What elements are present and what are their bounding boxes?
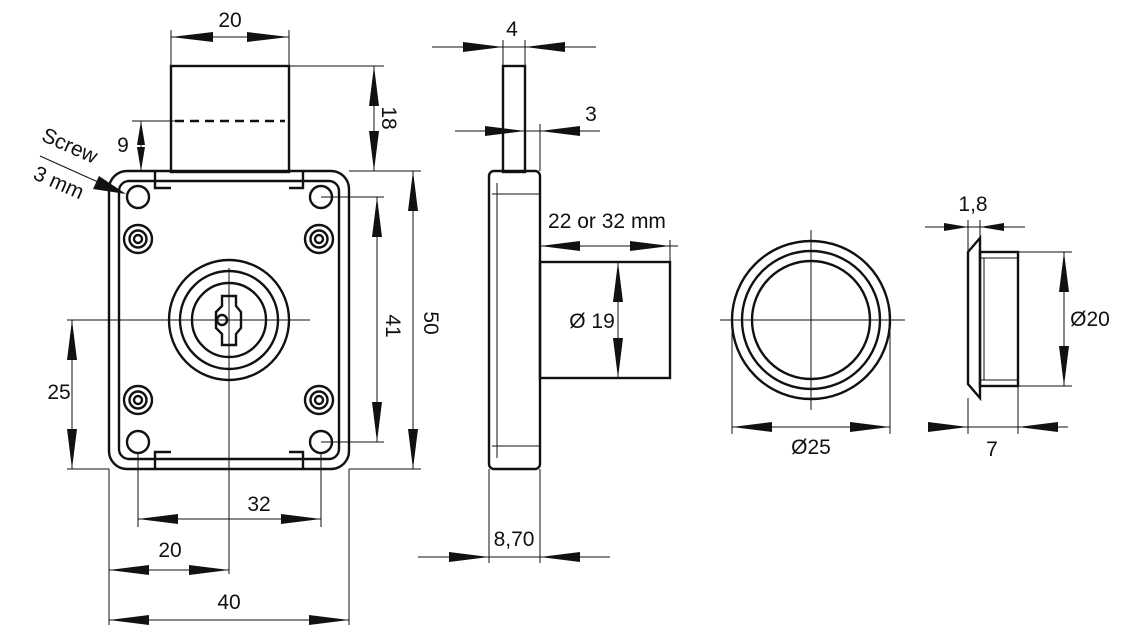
rivet-tl xyxy=(122,223,154,255)
rosette-front-dimensions xyxy=(731,320,891,434)
bracket-br xyxy=(289,450,305,468)
rosette-side-dimensions xyxy=(925,220,1072,434)
dim-bolt-offset: 9 xyxy=(117,134,129,157)
dim-hole-spacing-vertical: 41 xyxy=(381,314,404,337)
keyway xyxy=(214,294,243,347)
rosette-side-view xyxy=(966,234,1020,402)
rivet-bl xyxy=(122,384,154,416)
dim-bolt-height: 18 xyxy=(377,106,400,129)
cylinder-side xyxy=(538,260,672,380)
dim-total-width: 40 xyxy=(217,591,240,614)
rosette-barrel xyxy=(978,250,1020,388)
screw-label: Screw xyxy=(38,124,101,169)
dim-total-height: 50 xyxy=(419,311,442,334)
dim-rosette-diameter: Ø25 xyxy=(791,436,831,459)
screw-hole-bl xyxy=(125,429,151,455)
dim-flange-thickness: 1,8 xyxy=(958,193,987,216)
dim-rosette-depth: 7 xyxy=(986,438,998,461)
bolt-side xyxy=(501,64,527,174)
dim-cylinder-length: 22 or 32 mm xyxy=(548,210,666,233)
bolt xyxy=(169,64,291,174)
screw-size-label: 3 mm xyxy=(30,162,87,204)
dim-key-height: 25 xyxy=(47,381,70,404)
bracket-tr xyxy=(289,172,305,190)
front-view-dimensions xyxy=(39,30,421,625)
dim-key-offset: 20 xyxy=(158,539,181,562)
side-view xyxy=(487,64,672,471)
bracket-tl xyxy=(153,172,171,190)
dim-bolt-thickness: 4 xyxy=(506,18,518,41)
dim-cylinder-diameter: Ø 19 xyxy=(569,310,615,333)
rivet-br xyxy=(303,384,335,416)
rosette-flange xyxy=(966,234,982,402)
dim-bolt-setback: 3 xyxy=(585,103,597,126)
dim-barrel-diameter: Ø20 xyxy=(1070,308,1110,331)
rosette-front-view xyxy=(720,230,905,410)
dim-base-depth: 8,70 xyxy=(494,528,535,551)
side-view-dimensions xyxy=(418,40,678,563)
dim-bolt-width: 20 xyxy=(218,9,241,32)
screw-hole-tl xyxy=(125,184,151,210)
rivet-tr xyxy=(303,223,335,255)
dim-hole-spacing-horizontal: 32 xyxy=(247,493,270,516)
bracket-bl xyxy=(153,450,171,468)
